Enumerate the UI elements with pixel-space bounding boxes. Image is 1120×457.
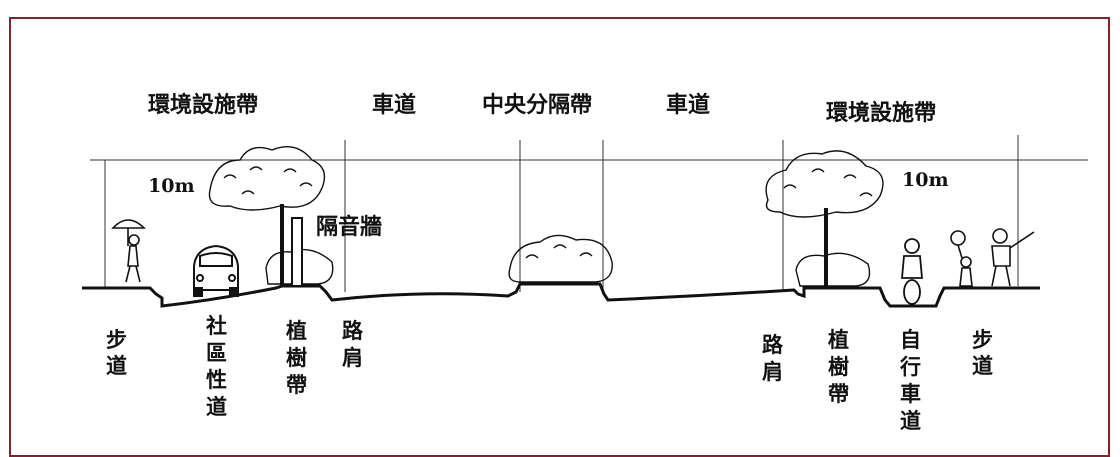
label-roadway-left: 車道 bbox=[372, 92, 416, 118]
svg-text:路: 路 bbox=[342, 318, 364, 343]
svg-text:肩: 肩 bbox=[762, 359, 783, 384]
label-sidewalk-right: 步 道 bbox=[972, 327, 993, 378]
svg-text:步: 步 bbox=[106, 327, 127, 352]
svg-text:車: 車 bbox=[900, 381, 921, 406]
label-environment-right: 環境設施帶 bbox=[826, 100, 936, 126]
measure-left: 10m bbox=[148, 175, 195, 197]
label-shoulder-right: 路 肩 bbox=[762, 332, 784, 384]
label-sound-barrier: 隔音牆 bbox=[316, 214, 382, 240]
label-planting-strip-right: 植 樹 帶 bbox=[828, 327, 849, 406]
label-shoulder-left: 路 肩 bbox=[342, 318, 364, 370]
svg-text:步: 步 bbox=[972, 327, 993, 352]
median-shrub-icon bbox=[508, 234, 613, 283]
car-icon bbox=[193, 244, 239, 297]
svg-text:植: 植 bbox=[828, 327, 849, 352]
boundary-lines bbox=[104, 135, 1019, 292]
svg-text:道: 道 bbox=[206, 394, 227, 419]
pedestrian-umbrella-icon bbox=[111, 219, 146, 283]
label-median: 中央分隔帶 bbox=[482, 92, 592, 118]
tree-left-icon bbox=[208, 146, 334, 286]
svg-text:路: 路 bbox=[762, 332, 784, 357]
svg-text:帶: 帶 bbox=[286, 372, 307, 397]
svg-text:社: 社 bbox=[205, 313, 227, 338]
label-environment-left: 環境設施帶 bbox=[148, 92, 258, 118]
measure-right: 10m bbox=[902, 169, 949, 191]
ground-profile bbox=[82, 282, 1040, 308]
label-roadway-right: 車道 bbox=[666, 92, 710, 118]
svg-text:樹: 樹 bbox=[286, 345, 307, 370]
cyclist-icon bbox=[901, 238, 923, 305]
sound-barrier-wall bbox=[291, 217, 303, 287]
label-community-road: 社 區 性 道 bbox=[205, 313, 227, 419]
svg-text:行: 行 bbox=[899, 354, 921, 379]
svg-text:樹: 樹 bbox=[828, 354, 849, 379]
label-bike-lane: 自 行 車 道 bbox=[899, 327, 921, 433]
svg-text:肩: 肩 bbox=[342, 345, 363, 370]
label-sidewalk-left: 步 道 bbox=[106, 327, 127, 378]
svg-text:性: 性 bbox=[206, 367, 227, 392]
road-cross-section-diagram: 環境設施帶 車道 中央分隔帶 車道 環境設施帶 10m 10m 隔音牆 步 道 … bbox=[82, 92, 1088, 433]
svg-text:道: 道 bbox=[900, 408, 921, 433]
svg-text:道: 道 bbox=[106, 353, 127, 378]
svg-text:區: 區 bbox=[206, 340, 227, 365]
tree-right-icon bbox=[765, 150, 884, 288]
family-pedestrians-icon bbox=[950, 228, 1035, 287]
svg-text:植: 植 bbox=[286, 318, 307, 343]
svg-text:帶: 帶 bbox=[828, 381, 849, 406]
svg-text:自: 自 bbox=[900, 327, 921, 352]
label-planting-strip-left: 植 樹 帶 bbox=[286, 318, 307, 397]
svg-text:道: 道 bbox=[972, 353, 993, 378]
